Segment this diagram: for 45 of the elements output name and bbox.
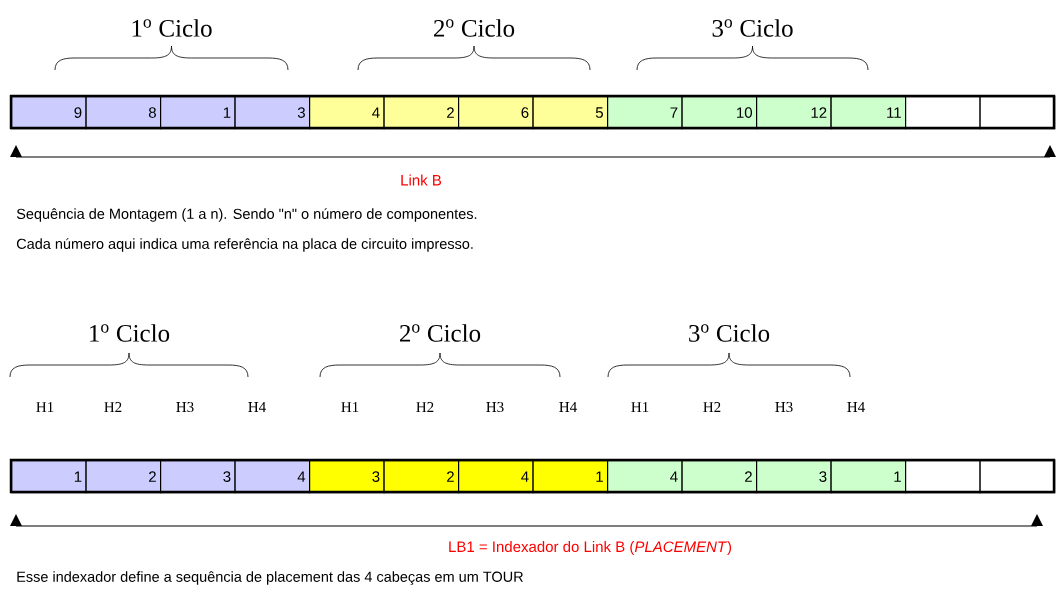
cycle-label: 1$^{o}$ Ciclo bbox=[132, 19, 212, 37]
number-cell: 3 bbox=[756, 460, 832, 494]
number-cell: 1 bbox=[830, 460, 907, 494]
number-cell: 3 bbox=[309, 460, 385, 494]
head-label: H1 bbox=[36, 402, 54, 412]
number-cell: 7 bbox=[607, 96, 683, 130]
cycle-label: 3$^{o}$ Ciclo bbox=[689, 324, 770, 342]
number-cell: 4 bbox=[458, 460, 534, 494]
cycle-label: 2$^{o}$ Ciclo bbox=[400, 324, 481, 342]
head-label: H2 bbox=[703, 402, 721, 412]
link-label: Link B bbox=[401, 174, 442, 186]
number-cell: 2 bbox=[383, 460, 460, 494]
note-text: Sequência de Montagem (1 a n). Sendo "n" o número de componentes. bbox=[16, 208, 477, 222]
head-label: H2 bbox=[104, 402, 122, 412]
cycle-label: 3$^{o}$ Ciclo bbox=[712, 19, 793, 37]
head-label: H4 bbox=[847, 402, 865, 412]
number-cell: 4 bbox=[607, 460, 683, 494]
number-cell: 3 bbox=[160, 460, 236, 494]
head-label: H4 bbox=[559, 402, 577, 412]
head-label: H3 bbox=[486, 401, 504, 413]
number-cell: 12 bbox=[756, 96, 832, 130]
number-cell: 4 bbox=[309, 96, 385, 130]
number-cell: 5 bbox=[532, 96, 609, 130]
number-cell: 1 bbox=[532, 460, 609, 494]
note-text: Esse indexador define a sequência de placement das 4 cabeças em um TOUR bbox=[17, 571, 523, 585]
head-label: H3 bbox=[775, 401, 793, 413]
head-label: H1 bbox=[341, 402, 359, 412]
number-cell: 3 bbox=[234, 96, 311, 130]
cycle-label: 2$^{o}$ Ciclo bbox=[434, 19, 515, 37]
number-cell: 2 bbox=[85, 460, 162, 494]
number-cell: 1 bbox=[160, 96, 236, 130]
number-cell: 8 bbox=[85, 96, 162, 130]
indexer-label: LB1 = Indexador do Link B (PLACEMENT) bbox=[449, 541, 732, 555]
number-cell: 11 bbox=[830, 96, 907, 130]
cycle-label: 1$^{o}$ Ciclo bbox=[90, 324, 170, 342]
head-label: H2 bbox=[416, 402, 434, 412]
note-text: Cada número aqui indica uma referência na placa de circuito impresso. bbox=[16, 238, 473, 252]
number-cell: 2 bbox=[681, 460, 758, 494]
number-cell: 10 bbox=[681, 96, 758, 130]
head-label: H3 bbox=[176, 401, 194, 413]
number-cell: 4 bbox=[234, 460, 311, 494]
head-label: H4 bbox=[248, 402, 266, 412]
number-cell: 6 bbox=[458, 96, 534, 130]
head-label: H1 bbox=[631, 402, 649, 412]
number-cell: 2 bbox=[383, 96, 460, 130]
